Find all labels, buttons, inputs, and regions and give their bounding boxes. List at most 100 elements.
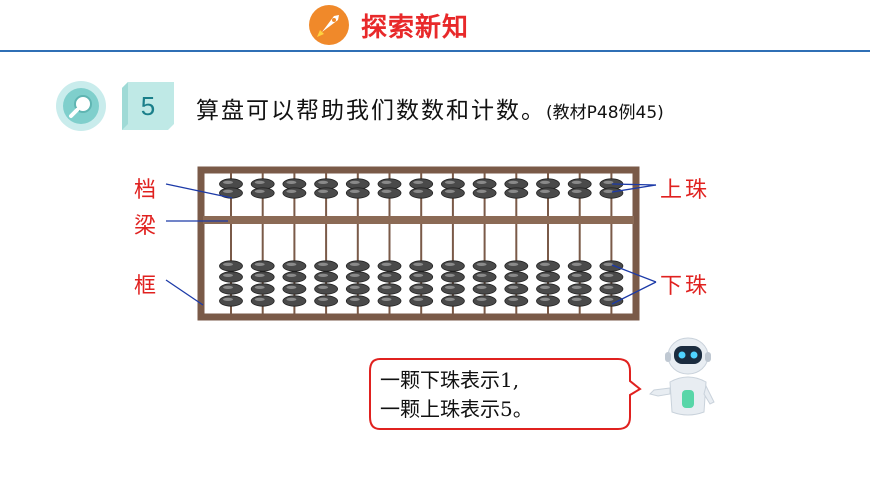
lower-bead-pointer-line	[611, 281, 657, 305]
bead-highlight	[476, 273, 487, 277]
bead-highlight	[349, 297, 360, 301]
lower-bead	[567, 295, 592, 307]
bead-highlight	[571, 262, 582, 266]
lower-bead	[219, 295, 243, 307]
bead-highlight	[286, 180, 297, 184]
lower-bead	[219, 283, 243, 295]
bead-highlight	[413, 273, 424, 277]
upper-bead	[599, 187, 624, 199]
lower-bead	[440, 260, 465, 272]
lower-bead	[599, 271, 624, 283]
lower-bead	[504, 271, 529, 283]
speech-line-1: 一颗下珠表示1,	[380, 368, 520, 392]
lower-bead	[440, 295, 465, 307]
bead-highlight	[318, 189, 329, 193]
bead-highlight	[286, 285, 297, 289]
upper-bead	[314, 187, 339, 199]
lower-bead	[440, 271, 465, 283]
bead-highlight	[349, 189, 360, 193]
upper-bead	[409, 187, 434, 199]
lower-bead	[409, 295, 434, 307]
bead-highlight	[571, 189, 582, 193]
bead-highlight	[254, 262, 265, 266]
bead-highlight	[381, 262, 392, 266]
upper-bead	[282, 187, 307, 199]
upper-bead	[377, 187, 402, 199]
bead-highlight	[476, 189, 487, 193]
header-divider	[0, 50, 870, 52]
bead-highlight	[413, 285, 424, 289]
lower-bead	[345, 283, 370, 295]
lower-bead	[504, 260, 529, 272]
bead-highlight	[286, 297, 297, 301]
lower-bead	[282, 260, 307, 272]
lower-bead	[567, 283, 592, 295]
lower-bead	[409, 271, 434, 283]
bead-highlight	[476, 262, 487, 266]
bead-highlight	[223, 285, 233, 289]
bead-highlight	[540, 273, 550, 277]
problem-text: 算盘可以帮助我们数数和计数。(教材P48例45)	[196, 91, 664, 125]
label-lower-bead: 下珠	[660, 274, 711, 299]
bead-highlight	[223, 273, 233, 277]
bead-highlight	[413, 180, 424, 184]
bead-highlight	[349, 273, 360, 277]
bead-highlight	[413, 189, 424, 193]
bead-highlight	[508, 189, 519, 193]
upper-bead	[536, 187, 560, 199]
lower-bead	[536, 283, 560, 295]
upper-bead	[504, 187, 529, 199]
bead-highlight	[254, 285, 265, 289]
bead-highlight	[254, 189, 265, 193]
speech-line-2: 一颗上珠表示5。	[380, 397, 533, 421]
bead-highlight	[318, 180, 329, 184]
bead-highlight	[413, 297, 424, 301]
bead-highlight	[444, 297, 455, 301]
lower-bead	[250, 283, 275, 295]
lower-bead	[567, 271, 592, 283]
bead-highlight	[318, 285, 329, 289]
bead-highlight	[381, 285, 392, 289]
bead-highlight	[603, 273, 614, 277]
bead-highlight	[571, 180, 582, 184]
upper-bead-pointer-line	[611, 184, 657, 193]
abacus-frame	[197, 166, 640, 321]
bead-highlight	[223, 262, 233, 266]
lower-bead	[377, 260, 402, 272]
lower-bead	[536, 271, 560, 283]
bead-highlight	[223, 297, 233, 301]
lower-bead	[567, 260, 592, 272]
lower-bead	[314, 260, 339, 272]
upper-bead	[250, 187, 275, 199]
upper-bead	[440, 187, 465, 199]
bead-highlight	[508, 273, 519, 277]
lower-bead	[345, 295, 370, 307]
lower-bead	[536, 260, 560, 272]
lower-bead	[219, 271, 243, 283]
bead-highlight	[223, 189, 233, 193]
bead-highlight	[349, 285, 360, 289]
lower-bead	[536, 295, 560, 307]
lower-bead	[409, 283, 434, 295]
bead-highlight	[444, 262, 455, 266]
bead-highlight	[381, 297, 392, 301]
bead-highlight	[286, 262, 297, 266]
lower-bead	[472, 271, 497, 283]
problem-number-badge: 5	[122, 82, 174, 130]
bead-highlight	[349, 180, 360, 184]
lower-bead	[314, 295, 339, 307]
bead-highlight	[571, 297, 582, 301]
bead-highlight	[444, 285, 455, 289]
bead-highlight	[318, 297, 329, 301]
bead-highlight	[318, 262, 329, 266]
upper-bead	[567, 187, 592, 199]
bead-highlight	[603, 297, 614, 301]
bead-highlight	[254, 273, 265, 277]
rocket-icon	[309, 5, 349, 45]
bead-highlight	[540, 262, 550, 266]
abacus-beam	[203, 216, 634, 224]
bead-highlight	[444, 273, 455, 277]
bead-highlight	[603, 189, 614, 193]
label-beam: 梁	[134, 214, 160, 239]
label-frame: 框	[134, 274, 160, 299]
